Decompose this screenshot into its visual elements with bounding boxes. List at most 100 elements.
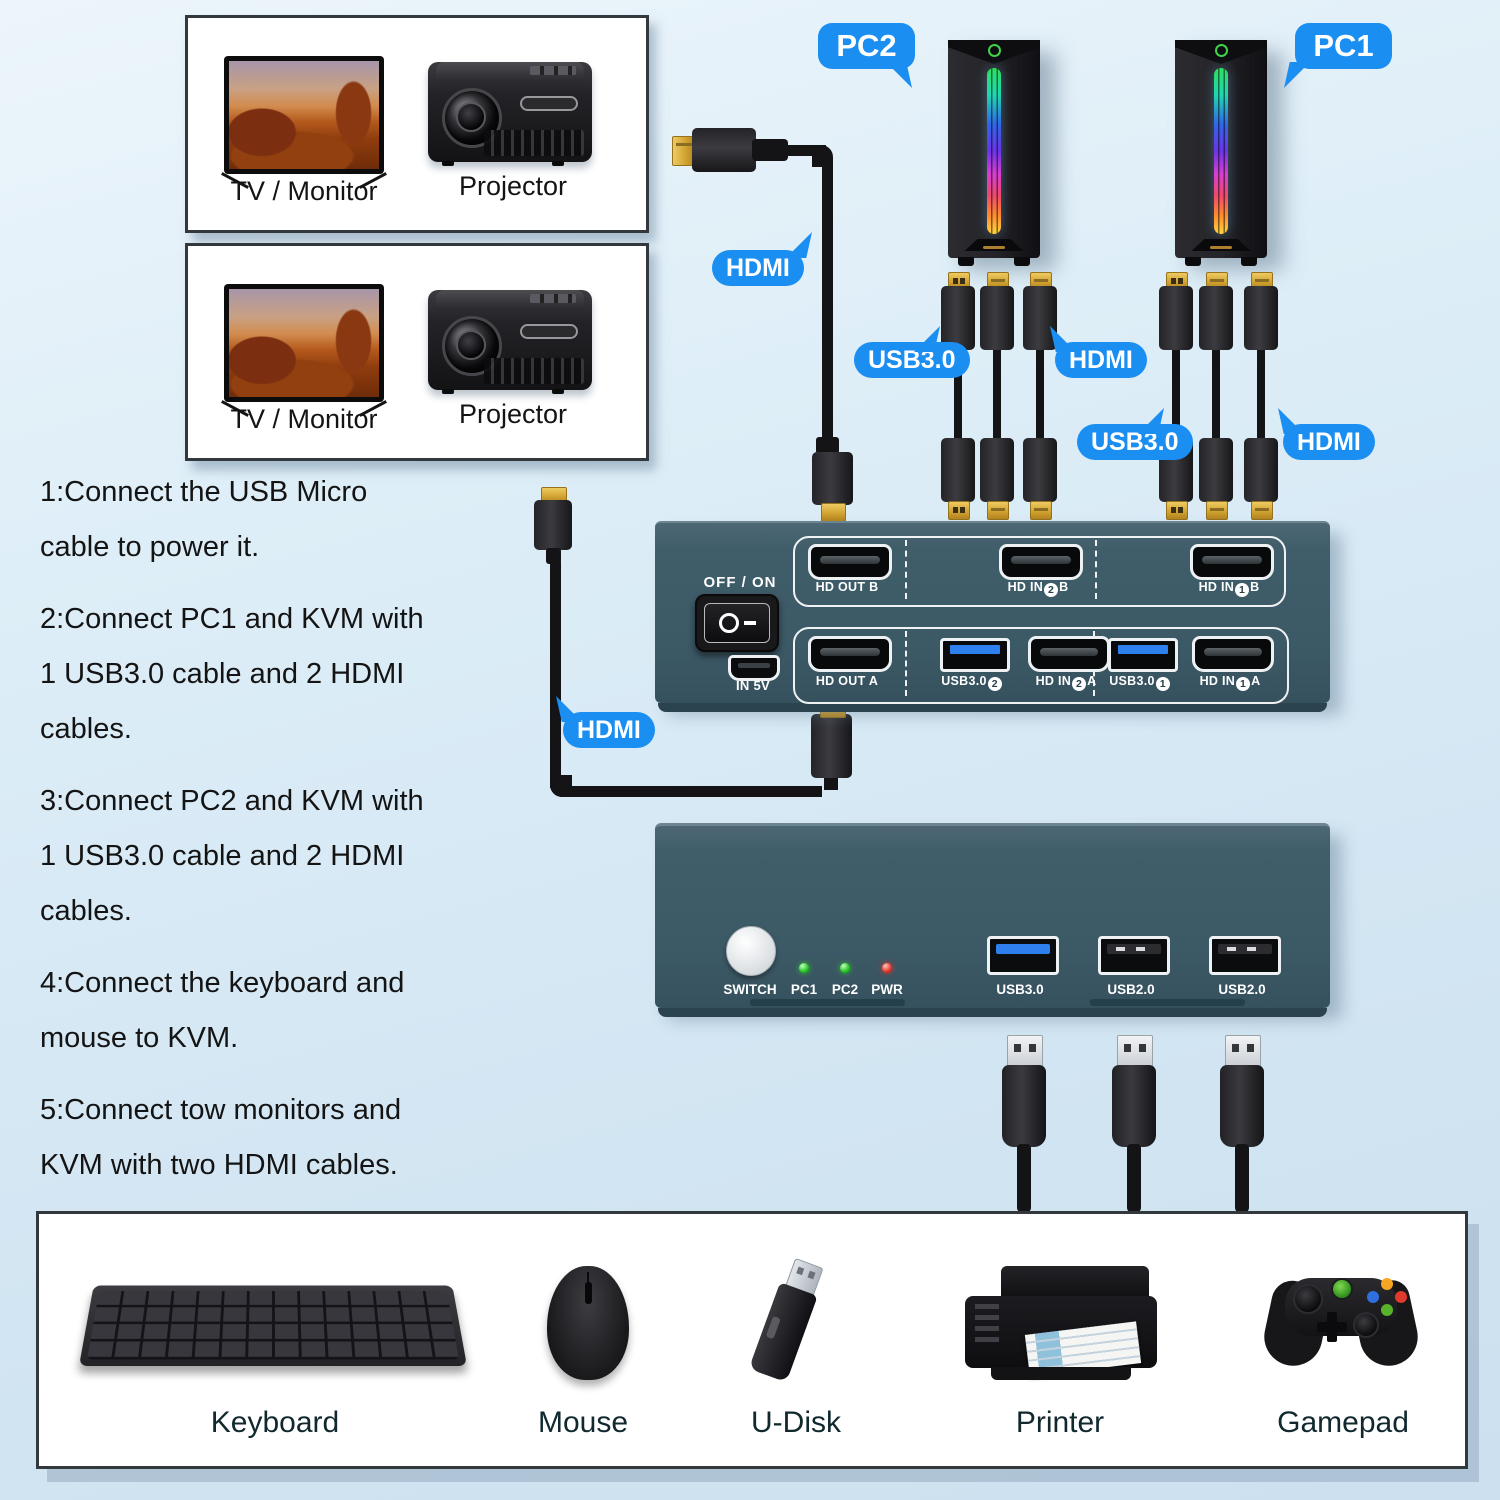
hd-in-1a-port (1192, 636, 1274, 672)
label-suffix: B (1250, 580, 1260, 594)
micro-usb-power-port (728, 655, 780, 681)
cable-segment (1235, 1144, 1249, 1212)
tv-screen (229, 61, 379, 169)
usb-plug-tip (1117, 1035, 1153, 1069)
usb-plug-body (1220, 1065, 1264, 1147)
dpad (1317, 1312, 1347, 1342)
keyboard-keys (87, 1291, 459, 1360)
front-usb2-port-2 (1209, 936, 1281, 975)
pc1-hdmi-cable-2 (1244, 272, 1278, 520)
hd-in-2b-port (999, 544, 1083, 580)
plug-body (980, 286, 1014, 350)
pc1-tower (1175, 40, 1267, 266)
printer-lid (1001, 1266, 1149, 1300)
front-usb3-port (987, 936, 1059, 975)
foot-slot (750, 999, 905, 1006)
x-button (1367, 1291, 1379, 1303)
plug-body (1159, 286, 1193, 350)
label-suffix: B (1059, 580, 1069, 594)
pc2-led-label: PC2 (831, 982, 859, 997)
keyboard-label: Keyboard (210, 1406, 340, 1439)
udisk-label: U-Disk (751, 1406, 841, 1439)
tower-foot (1185, 257, 1201, 266)
projector-image (428, 62, 592, 166)
cable-segment (822, 160, 833, 439)
pc1-led (799, 963, 809, 973)
pc2-usb-callout: USB3.0 (854, 342, 970, 378)
hdmi-plug-tip (821, 503, 846, 522)
front-usb2-label-2: USB2.0 (1218, 982, 1266, 997)
gamepad-image (1258, 1270, 1424, 1374)
tv-monitor-image (221, 284, 387, 417)
pc2-hdmi-cable-2 (1023, 272, 1057, 520)
circled-number: 2 (987, 677, 1002, 691)
callout-tail (1278, 408, 1304, 434)
projector-buttons (530, 294, 576, 303)
usb-plug-body (1112, 1065, 1156, 1147)
cable-neck (752, 139, 788, 161)
y-button (1381, 1278, 1393, 1290)
instruction-step-2: 2:Connect PC1 and KVM with 1 USB3.0 cabl… (40, 603, 424, 745)
plug-body (941, 286, 975, 350)
usb3-2-port (940, 638, 1010, 672)
label-suffix: A (1087, 674, 1097, 688)
row-b-divider (1095, 540, 1097, 599)
cable-segment (954, 350, 962, 440)
tv-monitor-image (221, 56, 387, 189)
tower-base (964, 239, 1024, 251)
row-a-outline (793, 627, 1289, 704)
cable-segment (1127, 1144, 1141, 1212)
rgb-strip (987, 68, 1001, 234)
circled-number: 2 (1072, 677, 1087, 691)
hd-out-a-label: HD OUT A (815, 674, 879, 688)
cable-segment (1036, 350, 1044, 440)
mouse-label: Mouse (537, 1406, 629, 1439)
circled-number: 2 (1044, 583, 1059, 597)
plug-body (941, 438, 975, 502)
hd-in-1b-port (1190, 544, 1274, 580)
hdmi-plug-tip (1030, 272, 1052, 290)
switch-button (726, 926, 776, 976)
peripherals-box: Keyboard Mouse U-Disk Printer Gamepad (36, 1211, 1468, 1469)
label-prefix: HD IN (1198, 580, 1235, 594)
printer-tray (991, 1367, 1131, 1380)
projector-vents (484, 130, 584, 156)
rocker-face (704, 603, 770, 643)
instruction-step-3: 3:Connect PC2 and KVM with 1 USB3.0 cabl… (40, 785, 424, 927)
projector-label: Projector (458, 171, 568, 201)
keyboard-image (79, 1285, 467, 1366)
tv-monitor-label: TV / Monitor (230, 404, 378, 434)
pc2-bubble: PC2 (818, 23, 915, 69)
hd-out-b-label: HD OUT B (815, 580, 879, 594)
projector-feet (442, 161, 454, 166)
projector-vents (484, 358, 584, 384)
mouse-image (547, 1266, 629, 1380)
power-rocker-switch (695, 594, 779, 652)
left-stick (1293, 1284, 1323, 1314)
label-prefix: HD IN (1035, 674, 1072, 688)
rocker-off-icon (744, 621, 756, 625)
tv-screen (229, 289, 379, 397)
usb-plug-tip (1166, 501, 1188, 520)
gamepad-label: Gamepad (1277, 1406, 1409, 1439)
front-usb2-port-1 (1098, 936, 1170, 975)
hdmi-plug-body (692, 128, 756, 172)
b-button (1395, 1291, 1407, 1303)
pwr-led-label: PWR (871, 982, 903, 997)
row-a-divider (905, 631, 907, 696)
foot-slot (1090, 999, 1245, 1006)
printer-image (965, 1266, 1157, 1380)
pc1-bubble-tail (1284, 62, 1310, 88)
usb-plug-body (1002, 1065, 1046, 1147)
circled-number: 1 (1235, 583, 1250, 597)
usb-plug-tip (1225, 1035, 1261, 1069)
usb-tongue (1107, 944, 1161, 954)
instruction-step-4: 4:Connect the keyboard and mouse to KVM. (40, 967, 405, 1054)
pc2-hdmi-cable-1 (980, 272, 1014, 520)
label-prefix: USB3.0 (1109, 674, 1155, 688)
